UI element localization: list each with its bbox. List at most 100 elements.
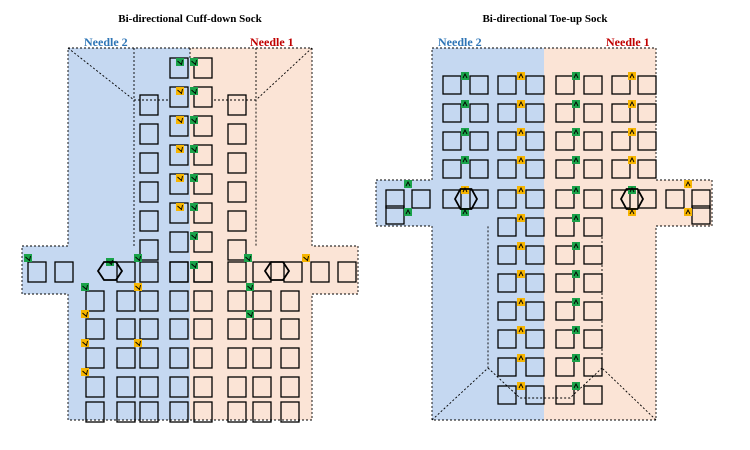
marker-square (190, 116, 198, 124)
marker-square (517, 128, 525, 136)
stitch-box (583, 385, 603, 405)
corner-triangle-icon (462, 128, 468, 135)
needle-1-region (190, 48, 312, 420)
marker-square (517, 298, 525, 306)
stitch-box (193, 115, 213, 137)
marker-square (517, 186, 525, 194)
stitch-marker (190, 232, 198, 240)
stitch-box (555, 159, 575, 179)
stitch-marker (572, 270, 580, 278)
corner-triangle-icon (177, 117, 183, 124)
stitch-box (555, 301, 575, 321)
stitch-box (139, 376, 159, 398)
stitch-marker (461, 186, 469, 194)
stitch-marker (517, 186, 525, 194)
marker-square (572, 298, 580, 306)
stitch-marker (404, 208, 412, 216)
marker-square (190, 174, 198, 182)
stitch-box (555, 189, 575, 209)
stitch-marker (572, 298, 580, 306)
marker-square (176, 174, 184, 182)
stitch-box (116, 376, 136, 398)
stitch-box (637, 103, 657, 123)
stitch-marker (81, 339, 89, 347)
stitch-marker (190, 261, 198, 269)
stitch-markers (24, 58, 310, 376)
stitch-box (193, 173, 213, 195)
marker-square (572, 270, 580, 278)
stitch-box (555, 357, 575, 377)
corner-triangle-icon (191, 146, 197, 153)
marker-square (572, 242, 580, 250)
stitch-marker (628, 156, 636, 164)
stitch-marker (517, 100, 525, 108)
marker-square (81, 339, 89, 347)
stitch-marker (517, 298, 525, 306)
stitch-marker (517, 382, 525, 390)
cuff-down-sock-diagram: Bi-directional Cuff-down Sock Needle 2 N… (21, 13, 359, 423)
marker-square (517, 326, 525, 334)
cuff-down-title: Bi-directional Cuff-down Sock (118, 13, 262, 25)
stitch-box (555, 103, 575, 123)
corner-triangle-icon (573, 326, 579, 333)
stitch-marker (517, 128, 525, 136)
toe-up-title: Bi-directional Toe-up Sock (482, 13, 608, 25)
corner-triangle-icon (191, 233, 197, 240)
marker-square (190, 261, 198, 269)
stitch-marker (190, 58, 198, 66)
stitch-marker (24, 254, 32, 262)
stitch-box (280, 401, 300, 423)
stitch-box (169, 401, 189, 423)
stitch-marker (628, 100, 636, 108)
marker-square (81, 283, 89, 291)
stitch-box (583, 189, 603, 209)
corner-triangle-icon (573, 100, 579, 107)
corner-triangle-icon (573, 270, 579, 277)
marker-square (81, 368, 89, 376)
stitch-box (583, 131, 603, 151)
corner-triangle-icon (245, 255, 251, 262)
marker-square (572, 128, 580, 136)
gusset-markers (96, 261, 291, 281)
stitch-box (497, 357, 517, 377)
stitch-box (497, 159, 517, 179)
marker-square (628, 186, 636, 194)
marker-square (134, 339, 142, 347)
stitch-box (583, 75, 603, 95)
stitch-marker (572, 354, 580, 362)
stitch-box (227, 210, 247, 232)
marker-square (628, 72, 636, 80)
stitch-box (280, 347, 300, 369)
stitch-marker (461, 100, 469, 108)
corner-triangle-icon (247, 284, 253, 291)
stitch-marker (134, 339, 142, 347)
stitch-marker (517, 156, 525, 164)
stitch-box (139, 239, 159, 261)
stitch-grid (385, 75, 711, 405)
marker-square (628, 100, 636, 108)
marker-square (572, 382, 580, 390)
corner-triangle-icon (573, 156, 579, 163)
stitch-marker (572, 100, 580, 108)
corner-triangle-icon (518, 298, 524, 305)
stitch-box (497, 329, 517, 349)
stitch-box (469, 75, 489, 95)
corner-triangle-icon (518, 186, 524, 193)
stitch-box (139, 318, 159, 340)
hexagon-icon (619, 188, 645, 210)
stitch-marker (628, 208, 636, 216)
stitch-box (193, 261, 213, 283)
stitch-marker (246, 310, 254, 318)
marker-square (246, 283, 254, 291)
stitch-box (283, 261, 303, 283)
stitch-box (169, 231, 189, 253)
marker-square (517, 382, 525, 390)
stitch-box (280, 290, 300, 312)
marker-square (190, 87, 198, 95)
stitch-box (442, 189, 462, 209)
stitch-box (497, 273, 517, 293)
stitch-marker (517, 242, 525, 250)
stitch-box (139, 181, 159, 203)
stitch-box (193, 86, 213, 108)
stitch-marker (302, 254, 310, 262)
